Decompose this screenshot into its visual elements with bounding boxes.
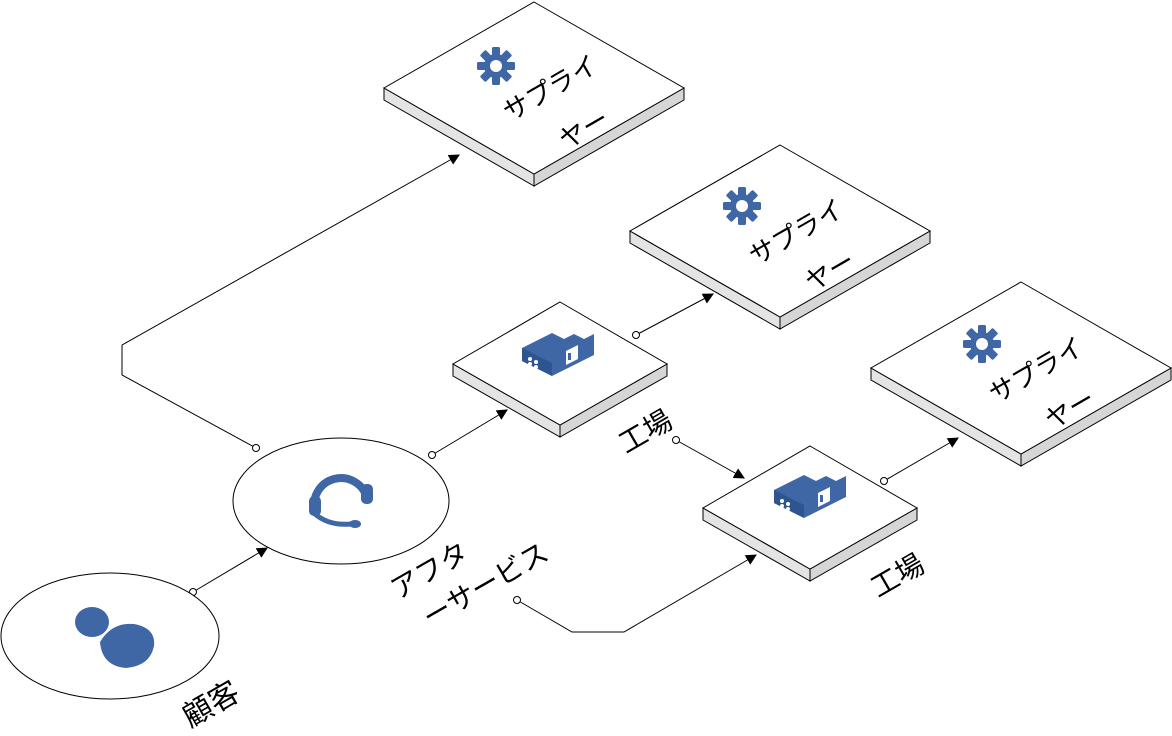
supplier-node-3[interactable]: サプライ ヤー [869,281,1172,467]
supplier-node-1[interactable]: サプライ ヤー [382,1,686,187]
edge-after-service-to-supplier-1 [121,154,460,449]
customer-label: 顧客 [177,675,246,735]
factory-label: 工場 [865,547,930,604]
edge-port [252,444,260,452]
edge-port [428,451,436,459]
edge-factory-1-to-supplier-2 [635,293,714,336]
gear-icon [477,47,515,85]
edge-port [513,596,521,604]
edge-port [632,331,640,339]
gear-icon [723,187,761,225]
gear-icon [963,325,1001,363]
edge-after-service-to-factory-2 [516,554,757,633]
connectors [121,154,959,633]
customer-node[interactable]: 顧客 [0,572,246,735]
edge-customer-to-after-service [192,547,268,593]
factory-node-2[interactable]: 工場 [701,445,930,604]
factory-node-1[interactable]: 工場 [451,301,678,460]
supplier-node-2[interactable]: サプライ ヤー [628,144,932,330]
edge-port [672,436,680,444]
edge-factory-2-to-supplier-3 [883,437,959,482]
edge-port [880,477,888,485]
after-service-node[interactable]: アフタ ーサービス [232,437,554,634]
edge-factory-1-to-factory-2 [675,439,745,479]
factory-label: 工場 [613,403,678,460]
edge-after-service-to-factory-1 [431,409,508,456]
